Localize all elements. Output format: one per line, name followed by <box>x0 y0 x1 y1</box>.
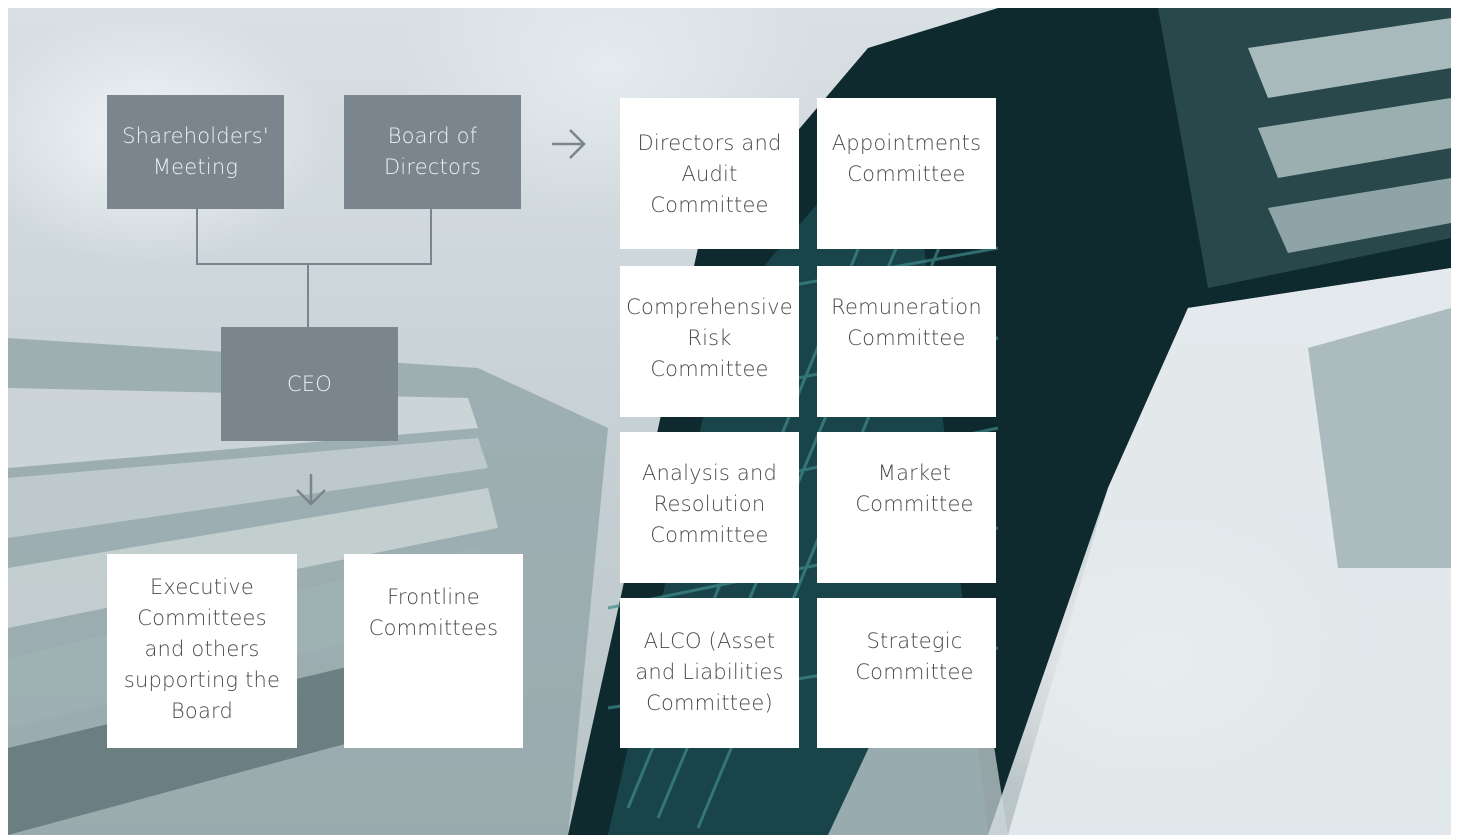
shareholders-meeting-box: Shareholders' Meeting <box>107 95 284 209</box>
committee-appointments: Appointments Committee <box>817 98 996 249</box>
committee-analysis-resolution: Analysis and Resolution Committee <box>620 432 799 583</box>
connector-shareholders-down <box>196 209 198 265</box>
connector-board-down <box>430 209 432 265</box>
executive-committees-box: Executive Committees and others supporti… <box>107 554 297 748</box>
background-photo: Shareholders' Meeting Board of Directors… <box>8 8 1451 835</box>
shareholders-meeting-label: Shareholders' Meeting <box>122 124 269 179</box>
committee-label: Analysis and Resolution Committee <box>641 461 778 547</box>
committee-remuneration: Remuneration Committee <box>817 266 996 417</box>
connector-to-ceo <box>307 263 309 327</box>
committee-label: ALCO (Asset and Liabilities Committee) <box>635 629 784 715</box>
ceo-box: CEO <box>221 327 398 441</box>
committee-alco: ALCO (Asset and Liabilities Committee) <box>620 598 799 748</box>
committee-market: Market Committee <box>817 432 996 583</box>
committee-directors-audit: Directors and Audit Committee <box>620 98 799 249</box>
committee-label: Strategic Committee <box>855 629 974 684</box>
board-of-directors-box: Board of Directors <box>344 95 521 209</box>
frontline-committees-label: Frontline Committees <box>368 585 499 640</box>
executive-committees-label: Executive Committees and others supporti… <box>123 575 281 723</box>
connector-horizontal <box>196 263 432 265</box>
committee-label: Directors and Audit Committee <box>637 131 782 217</box>
committee-label: Market Committee <box>855 461 974 516</box>
committee-comprehensive-risk: Comprehensive Risk Committee <box>620 266 799 417</box>
board-of-directors-label: Board of Directors <box>383 124 482 179</box>
ceo-label: CEO <box>286 371 333 396</box>
arrow-right-icon <box>552 129 586 159</box>
arrow-down-icon <box>296 474 326 506</box>
committee-label: Comprehensive Risk Committee <box>626 295 793 381</box>
frontline-committees-box: Frontline Committees <box>344 554 523 748</box>
committee-label: Remuneration Committee <box>831 295 982 350</box>
committee-strategic: Strategic Committee <box>817 598 996 748</box>
committee-label: Appointments Committee <box>831 131 982 186</box>
